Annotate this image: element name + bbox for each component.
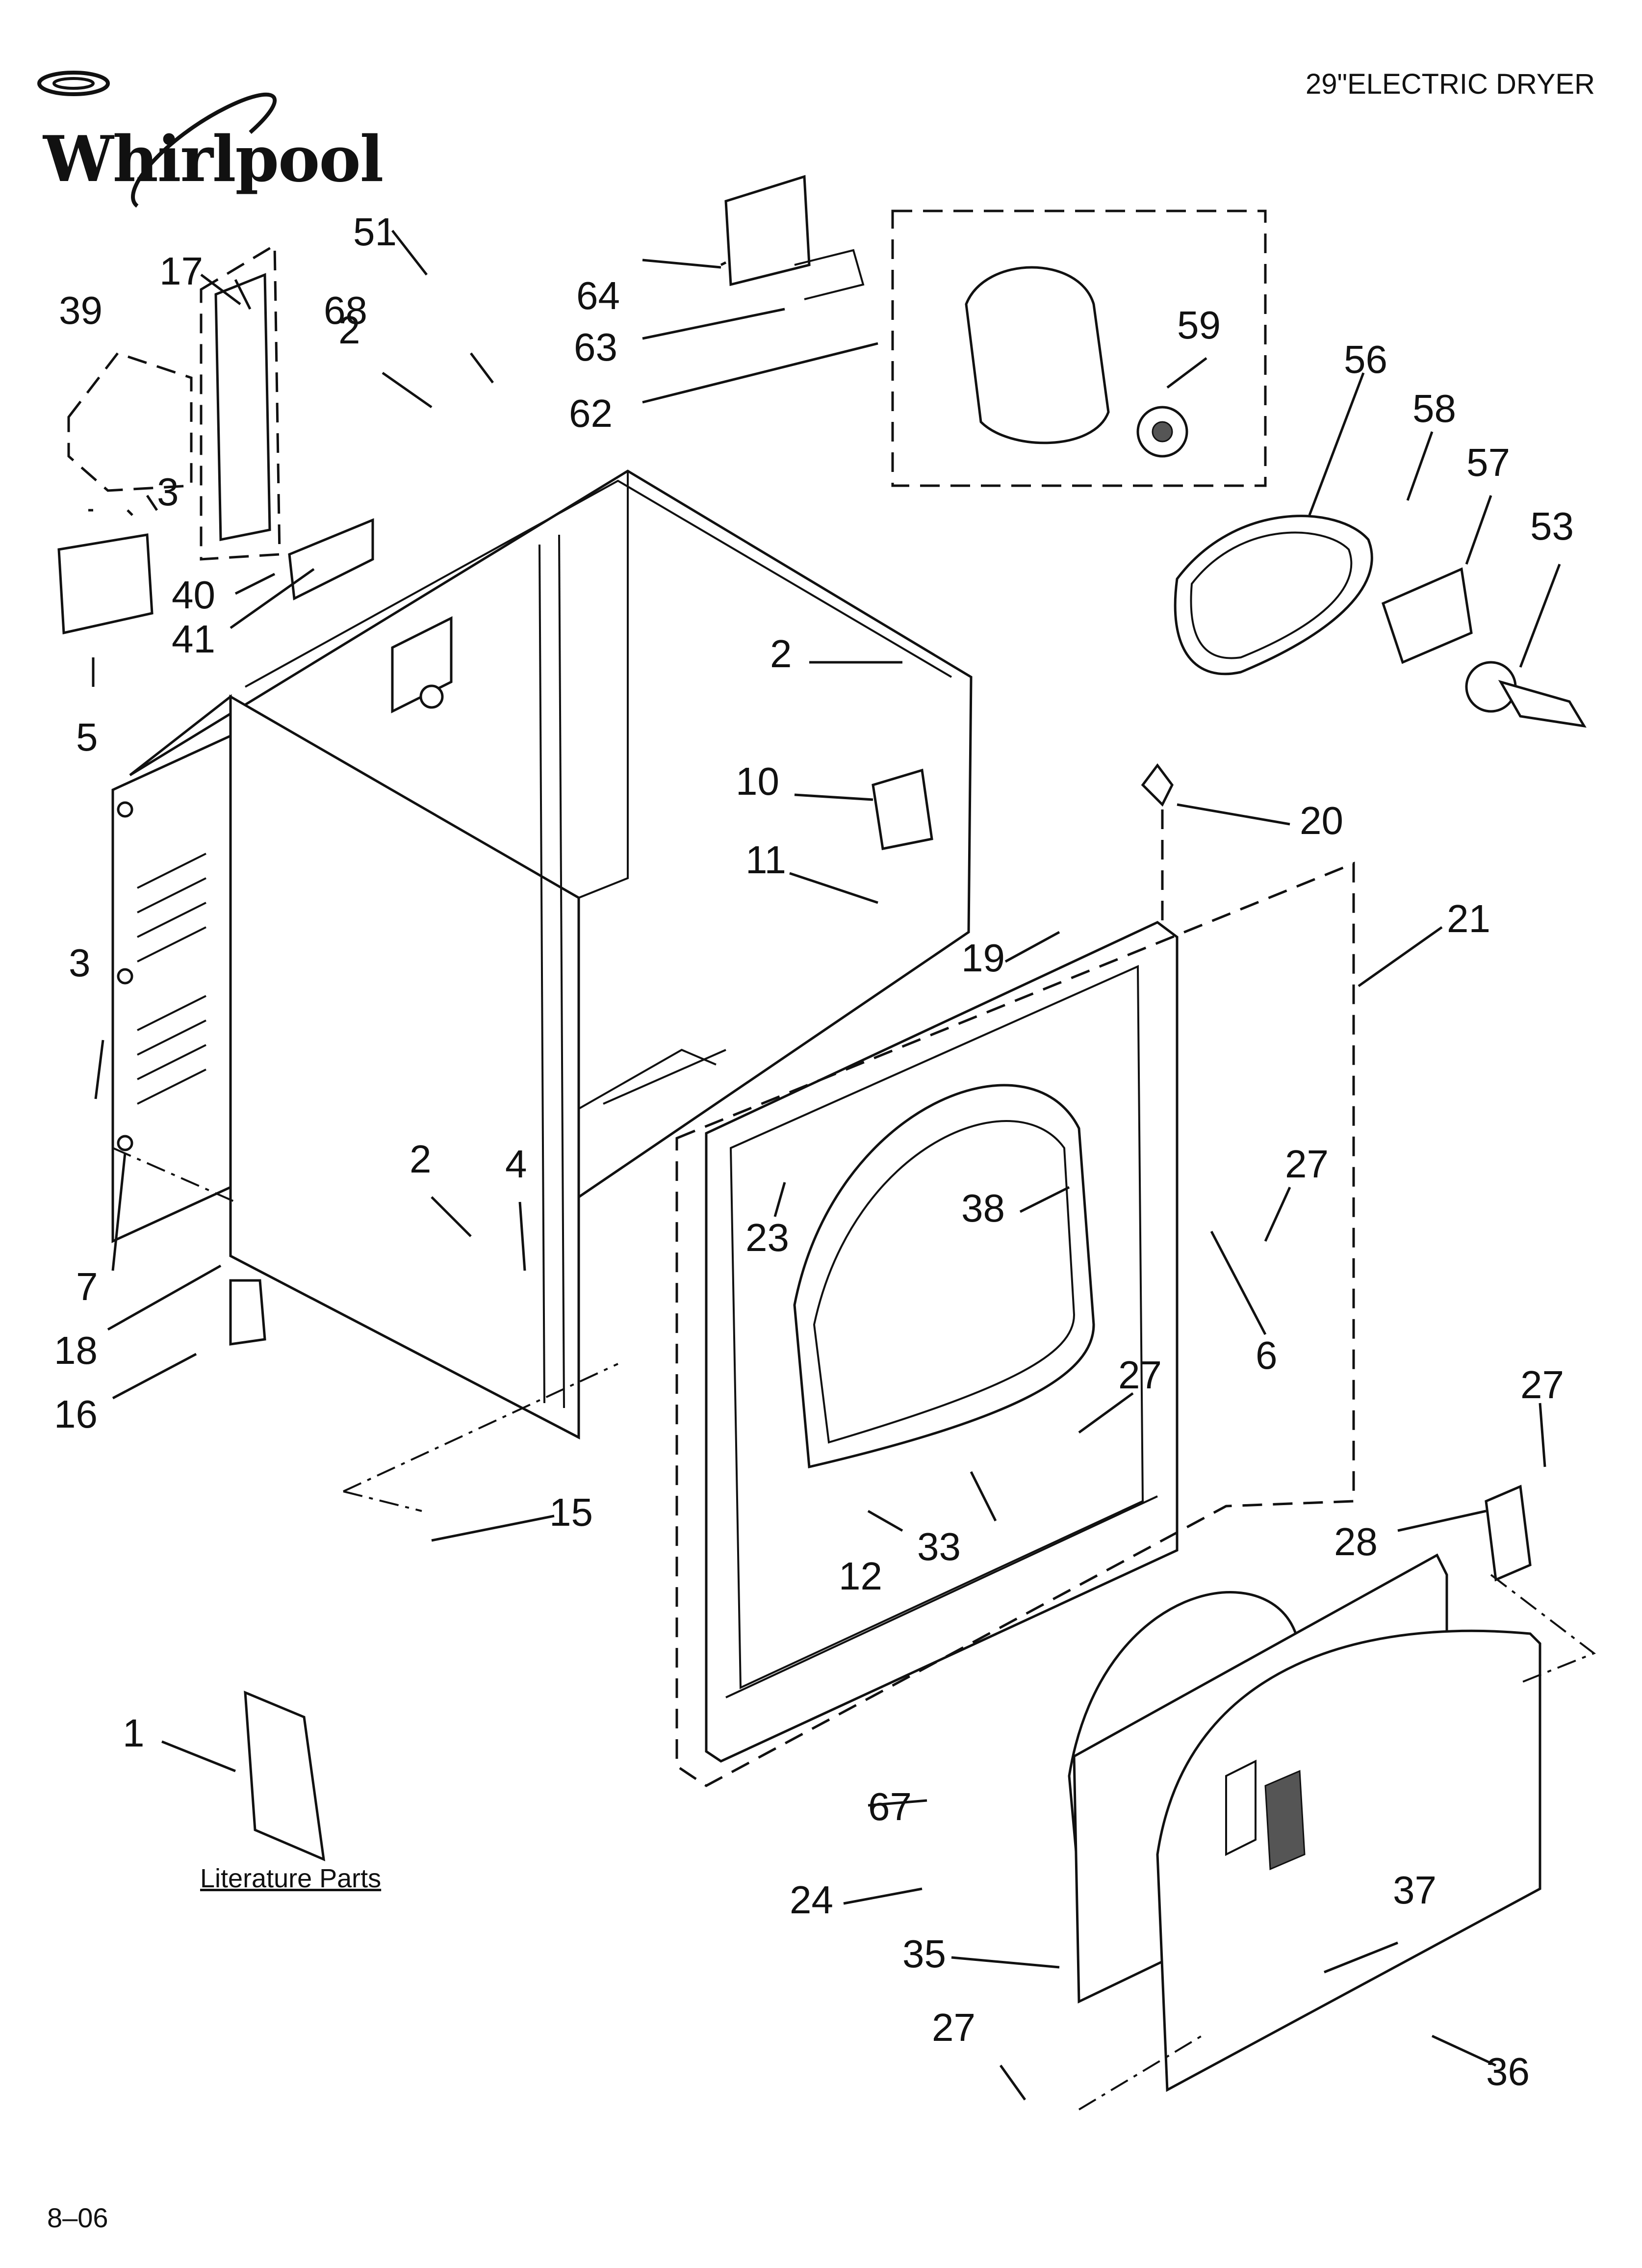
- leader-lines: [88, 230, 1561, 2101]
- callout-label: 6: [1256, 1333, 1278, 1377]
- callout-label: 21: [1447, 897, 1490, 940]
- callout-label: 68: [324, 288, 367, 332]
- callout-label: 63: [574, 325, 617, 369]
- front-panel: [705, 921, 1179, 1763]
- callout-label: 51: [353, 210, 397, 254]
- page-title: 29"ELECTRIC DRYER: [1305, 68, 1595, 100]
- callout-label: 39: [59, 288, 103, 332]
- callout-label: 28: [1334, 1520, 1378, 1564]
- callout-label: 15: [549, 1490, 593, 1534]
- callout-label: 58: [1412, 387, 1456, 430]
- brand-wordmark: Whirlpool: [43, 123, 384, 196]
- callout-label: 1: [123, 1711, 145, 1755]
- callout-label: 35: [902, 1932, 946, 1976]
- callout-label: 38: [961, 1186, 1005, 1230]
- callout-label: 57: [1466, 441, 1510, 484]
- callout-label: 12: [839, 1554, 882, 1598]
- callout-label: 27: [1118, 1353, 1162, 1397]
- callout-label: 10: [736, 759, 779, 803]
- callout-label: 27: [1520, 1363, 1564, 1407]
- callout-label: 19: [961, 936, 1005, 980]
- callout-label: 18: [54, 1329, 98, 1372]
- callout-label: 2: [338, 308, 360, 352]
- callout-label: 33: [917, 1525, 961, 1568]
- callout-label: 37: [1393, 1868, 1437, 1912]
- callout-label: 67: [868, 1785, 912, 1828]
- callout-label: 36: [1486, 2050, 1530, 2093]
- callout-label: 27: [932, 2006, 975, 2049]
- callout-label: 17: [159, 249, 203, 293]
- callout-label: 16: [54, 1392, 98, 1436]
- callout-label: 62: [569, 391, 613, 435]
- terminal-parts: [57, 243, 1174, 1346]
- brand-swoosh-icon: [37, 71, 277, 208]
- callout-label: 7: [76, 1265, 98, 1308]
- callout-label: 2: [410, 1137, 432, 1181]
- guide-lines: [112, 809, 1596, 2111]
- callout-label: 59: [1177, 303, 1221, 347]
- motor-assembly: [724, 175, 1267, 487]
- callout-numbers: 1 2 2 2 3 3 4 5 6 7 10 11 12 15 16 17 18…: [54, 210, 1574, 2093]
- callout-label: 56: [1344, 338, 1387, 381]
- callout-label: 3: [157, 470, 179, 514]
- callout-label: 4: [505, 1142, 527, 1186]
- callout-label: 64: [576, 274, 620, 317]
- callout-label: 24: [790, 1878, 833, 1922]
- callout-label: 5: [76, 715, 98, 759]
- callout-label: 53: [1530, 504, 1574, 548]
- callout-label: 23: [745, 1216, 789, 1259]
- callout-label: 3: [69, 941, 91, 985]
- callout-label: 40: [172, 573, 215, 617]
- drive-parts: [1174, 515, 1587, 728]
- callout-label: 20: [1300, 799, 1343, 842]
- callout-label: 11: [745, 838, 786, 882]
- door-assembly: [244, 1485, 1541, 2092]
- literature-parts-label: Literature Parts: [200, 1864, 382, 1893]
- callout-label: 2: [770, 632, 792, 676]
- cabinet: [111, 469, 973, 1440]
- brand-logo: Whirlpool: [20, 64, 384, 211]
- callout-label: 41: [172, 617, 215, 661]
- callout-label: 27: [1285, 1142, 1329, 1186]
- page-code: 8–06: [47, 2202, 108, 2233]
